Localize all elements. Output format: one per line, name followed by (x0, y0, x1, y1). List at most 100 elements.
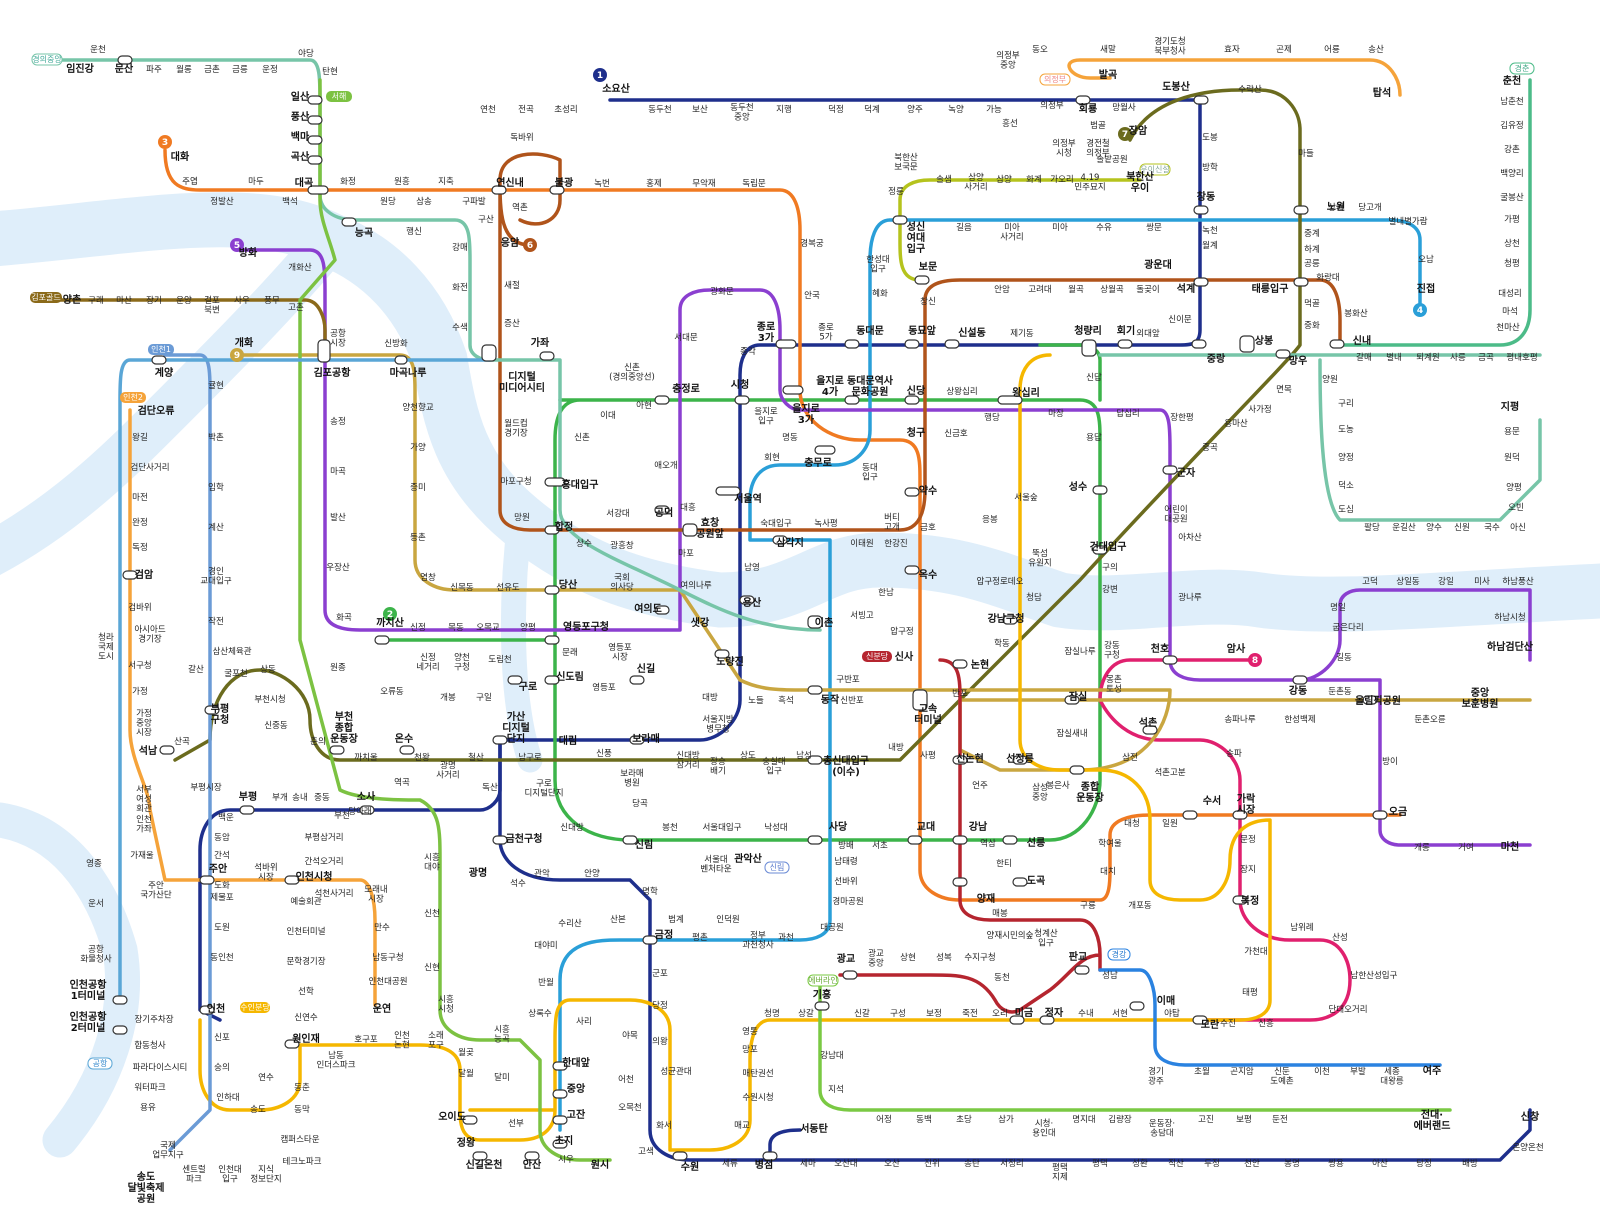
station-label[interactable]: 하계 (1304, 244, 1320, 255)
station-label[interactable]: 서현 (1112, 1009, 1128, 1019)
station-label[interactable]: 고덕 (1362, 576, 1378, 587)
station-label[interactable]: 이태원 (850, 538, 873, 549)
station-label[interactable]: 방화 (239, 246, 258, 259)
station-label[interactable]: 서빙고 (850, 611, 874, 621)
station-label[interactable]: 수서 (1203, 794, 1221, 807)
station-label[interactable]: 언주 (972, 780, 988, 791)
station-label[interactable]: 제물포 (210, 893, 234, 903)
station-label[interactable]: 장한평 (1170, 412, 1193, 423)
station-label[interactable]: 신금호 (944, 429, 968, 439)
station-label[interactable]: 태릉입구 (1252, 282, 1289, 295)
station-marker[interactable] (1293, 205, 1309, 215)
station-label[interactable]: 풍무 (264, 296, 280, 306)
station-label[interactable]: 상동 (260, 664, 276, 675)
station-label[interactable]: 구파발 (462, 196, 486, 207)
station-label[interactable]: 한티 (996, 859, 1012, 869)
station-label[interactable]: 독립문 (742, 179, 766, 189)
station-label[interactable]: 하남풍산 (1502, 576, 1533, 587)
station-marker[interactable] (1142, 725, 1158, 735)
station-marker[interactable] (307, 185, 329, 195)
station-label[interactable]: 아현 (636, 400, 652, 411)
station-label[interactable]: 서울숲 (1014, 493, 1038, 503)
station-label[interactable]: 정발산 (210, 196, 234, 207)
station-label[interactable]: 동춘 (294, 1083, 310, 1093)
station-label[interactable]: 신포 (214, 1033, 230, 1043)
station-label[interactable]: 양촌 (63, 293, 81, 306)
station-label[interactable]: 녹양 (948, 104, 964, 115)
station-label[interactable]: 부천 (334, 810, 350, 821)
station-label[interactable]: 망우 (1289, 354, 1307, 367)
station-label[interactable]: 반월 (538, 977, 554, 988)
station-marker[interactable] (307, 155, 323, 165)
station-label[interactable]: 매탄권선 (742, 1068, 773, 1079)
station-label[interactable]: 한강진 (884, 538, 907, 549)
station-marker[interactable] (654, 505, 670, 515)
station-label[interactable]: 선학 (298, 986, 314, 997)
station-label[interactable]: 부발 (1350, 1066, 1366, 1077)
station-label[interactable]: 왕길 (132, 433, 148, 443)
station-label[interactable]: 중동 (314, 793, 330, 803)
station-label[interactable]: 사가정 (1248, 404, 1271, 415)
station-marker[interactable] (1162, 655, 1178, 665)
station-label[interactable]: 세류 (722, 1159, 738, 1169)
station-label[interactable]: 당아래 (348, 806, 371, 817)
station-label[interactable]: 갈산 (188, 664, 204, 675)
station-label[interactable]: 송파나루 (1224, 715, 1255, 725)
station-label[interactable]: 신답 (1086, 372, 1102, 383)
station-label[interactable]: 백양리 (1500, 168, 1523, 179)
station-marker[interactable] (1182, 810, 1198, 820)
station-label[interactable]: 선바위 (834, 876, 857, 887)
station-marker[interactable] (654, 395, 670, 405)
station-label[interactable]: 화랑대 (1316, 272, 1339, 283)
station-label[interactable]: 신갈 (854, 1009, 870, 1019)
station-label[interactable]: 선정릉 (1006, 752, 1034, 765)
station-label[interactable]: 양평 (520, 622, 536, 633)
station-label[interactable]: 홍대입구 (562, 478, 599, 491)
station-marker[interactable] (914, 275, 930, 285)
station-label[interactable]: 연천 (480, 104, 496, 115)
station-label[interactable]: 봉은사 (1046, 781, 1070, 791)
station-label[interactable]: 신촌(경의중앙선) (609, 363, 655, 383)
station-label[interactable]: 서강대 (606, 508, 629, 519)
station-label[interactable]: 강매 (452, 242, 468, 253)
station-label[interactable]: 청담 (1026, 592, 1042, 603)
station-label[interactable]: 사평 (920, 750, 936, 761)
station-label[interactable]: 길음 (956, 223, 972, 233)
station-label[interactable]: 상갈 (798, 1008, 814, 1019)
station-label[interactable]: 용유 (140, 1103, 156, 1113)
station-label[interactable]: 마장 (1048, 408, 1064, 419)
station-label[interactable]: 남춘천 (1500, 96, 1523, 107)
station-label[interactable]: 오목천 (618, 1102, 641, 1113)
station-label[interactable]: 둔촌동 (1328, 687, 1352, 697)
station-label[interactable]: 신창 (1521, 1110, 1540, 1123)
station-label[interactable]: 병점 (755, 1158, 773, 1171)
station-label[interactable]: 명학 (642, 886, 658, 897)
station-label[interactable]: 진위 (924, 1158, 940, 1169)
station-label[interactable]: 양정 (1338, 452, 1354, 463)
station-marker[interactable] (642, 935, 658, 945)
station-marker[interactable] (481, 344, 497, 362)
station-label[interactable]: 남영 (744, 562, 760, 573)
station-marker[interactable] (544, 675, 560, 685)
station-label[interactable]: 산본 (610, 914, 626, 925)
station-label[interactable]: 불광 (555, 177, 574, 189)
station-label[interactable]: 고려대 (1028, 284, 1051, 295)
station-label[interactable]: 중앙 (567, 1083, 586, 1095)
station-label[interactable]: 신도림 (556, 670, 584, 683)
station-label[interactable]: 도심 (1338, 504, 1354, 515)
station-label[interactable]: 진접 (1417, 282, 1435, 295)
station-label[interactable]: 교대 (917, 820, 935, 833)
station-label[interactable]: 도곡 (1027, 875, 1045, 887)
station-label[interactable]: 사릉 (1450, 353, 1466, 363)
station-label[interactable]: 여의도 (634, 602, 662, 615)
